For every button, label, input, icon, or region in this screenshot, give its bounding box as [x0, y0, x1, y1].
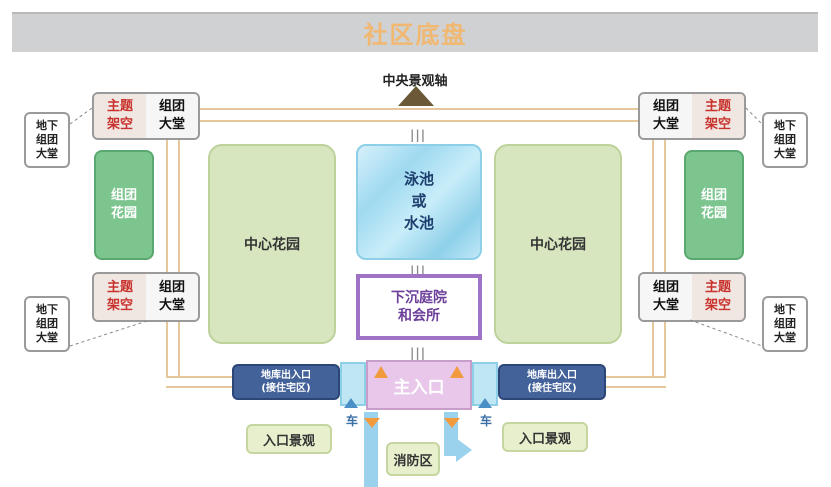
sunken-plaza-clubhouse: 下沉庭院 和会所	[356, 274, 482, 340]
group-lobby-bottom-left: 组团 大堂	[146, 274, 198, 320]
entrance-landscape-right: 入口景观	[502, 422, 588, 452]
corner-pair-bottom-right: 组团 大堂 主题 架空	[638, 272, 746, 322]
corner-pair-top-left: 主题 架空 组团 大堂	[92, 92, 200, 140]
central-axis-label: 中央景观轴	[382, 74, 448, 89]
road-bottom-right	[602, 376, 666, 388]
underground-lobby-bottom-right: 地下 组团 大堂	[762, 296, 808, 352]
fire-zone: 消防区	[386, 442, 440, 476]
garage-entrance-left: 地库出入口 (接住宅区)	[232, 364, 340, 400]
group-lobby-top-left: 组团 大堂	[146, 94, 198, 138]
entry-arrow-right-icon	[450, 366, 464, 378]
group-garden-left: 组团 花园	[94, 150, 154, 260]
corner-pair-top-right: 组团 大堂 主题 架空	[638, 92, 746, 140]
pool: 泳池 或 水池	[356, 144, 482, 260]
underground-lobby-bottom-left: 地下 组团 大堂	[24, 296, 70, 352]
bottom-flow-left	[364, 412, 378, 487]
connector-bottom-right	[689, 319, 763, 347]
underground-lobby-top-right: 地下 组团 大堂	[762, 112, 808, 168]
car-label-left: 车	[345, 414, 358, 428]
road-right	[652, 112, 666, 382]
flow-arrow-left-icon	[364, 418, 380, 428]
axis-mark-top: |||	[410, 128, 427, 142]
car-arrow-left-icon	[344, 398, 358, 408]
connector-bottom-left	[69, 319, 151, 347]
garage-entrance-right: 地库出入口 (接住宅区)	[498, 364, 606, 400]
connector-top-left	[69, 107, 93, 125]
connector-top-right	[745, 107, 763, 125]
themed-stilt-top-right: 主题 架空	[692, 94, 744, 138]
car-arrow-right-icon	[478, 398, 492, 408]
road-top	[176, 108, 640, 122]
group-garden-right: 组团 花园	[684, 150, 744, 260]
themed-stilt-top-left: 主题 架空	[94, 94, 146, 138]
themed-stilt-bottom-right: 主题 架空	[692, 274, 744, 320]
page-title: 社区底盘	[363, 21, 468, 49]
bottom-flow-arrow-icon	[456, 438, 472, 462]
corner-pair-bottom-left: 主题 架空 组团 大堂	[92, 272, 200, 322]
entrance-landscape-left: 入口景观	[246, 424, 332, 454]
car-label-right: 车	[479, 414, 492, 428]
group-lobby-bottom-right: 组团 大堂	[640, 274, 692, 320]
underground-lobby-top-left: 地下 组团 大堂	[24, 112, 70, 168]
axis-arrow-icon	[398, 86, 434, 106]
central-garden-left: 中心花园	[208, 144, 336, 344]
entry-arrow-left-icon	[374, 366, 388, 378]
axis-mark-bottom: |||	[410, 346, 427, 360]
flow-arrow-right-icon	[444, 418, 460, 428]
road-left	[166, 112, 180, 382]
group-lobby-top-right: 组团 大堂	[640, 94, 692, 138]
themed-stilt-bottom-left: 主题 架空	[94, 274, 146, 320]
central-garden-right: 中心花园	[494, 144, 622, 344]
title-bar	[12, 12, 818, 52]
road-bottom-left	[166, 376, 238, 388]
